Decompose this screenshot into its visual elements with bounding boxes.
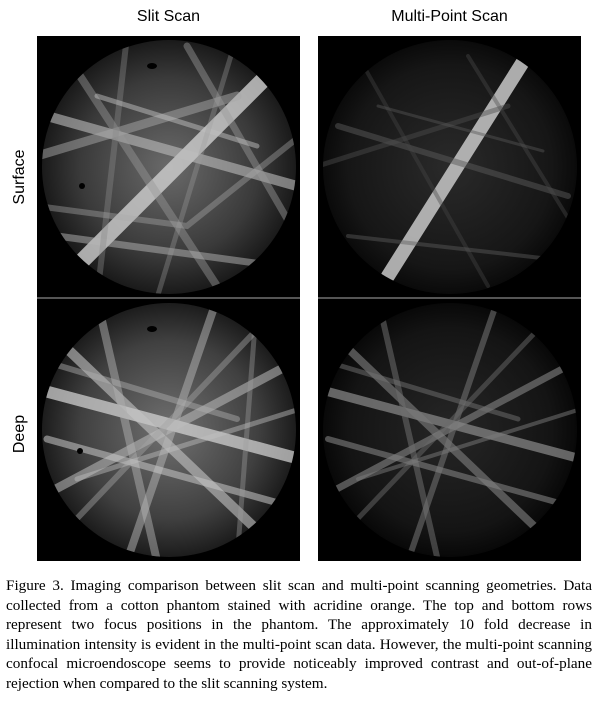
multi-point-scan-surface-image: [318, 36, 581, 298]
multi-point-scan-column-title: Multi-Point Scan: [391, 8, 508, 25]
slit-scan-column-title: Slit Scan: [136, 8, 201, 25]
slit-scan-deep-image: [37, 299, 300, 561]
figure-caption: Figure 3. Imaging comparison between sli…: [6, 577, 592, 692]
slit-scan-surface-image: [37, 36, 300, 298]
surface-row-label: Surface: [11, 149, 28, 205]
multi-point-scan-deep-image: [318, 299, 581, 561]
left-panel-divider: [37, 297, 300, 299]
deep-row-label: Deep: [11, 414, 28, 454]
right-panel-divider: [318, 297, 581, 299]
